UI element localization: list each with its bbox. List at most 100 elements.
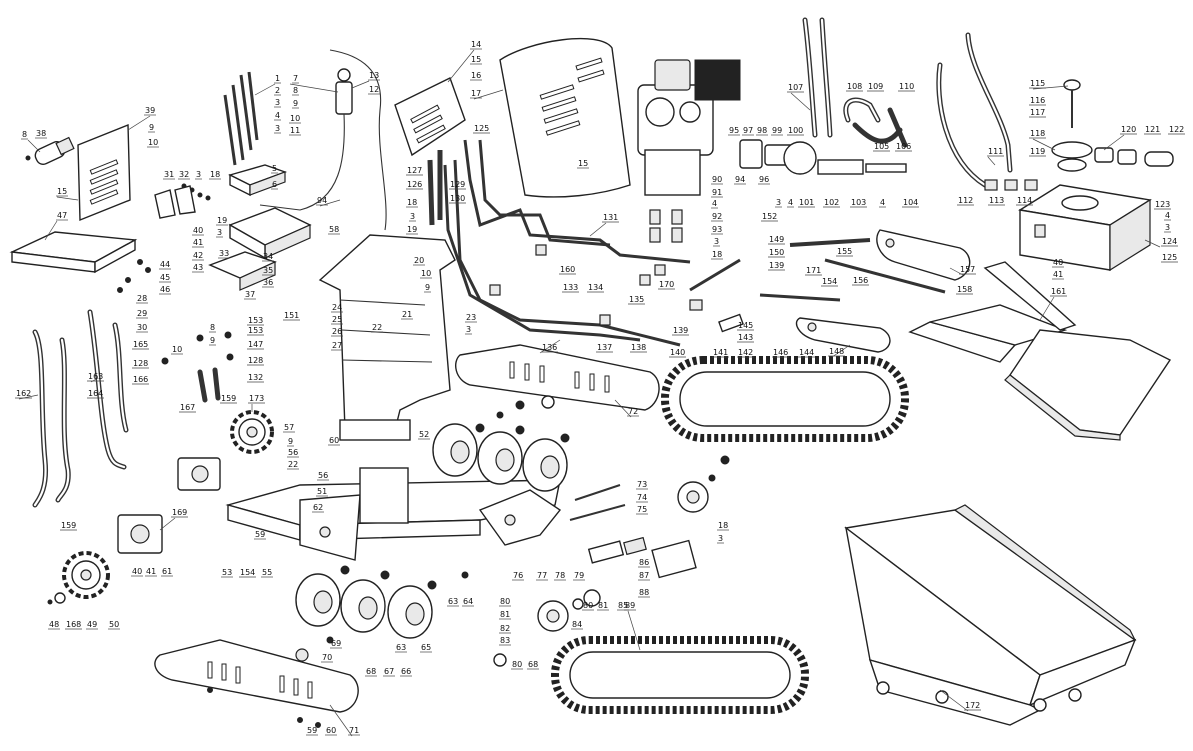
callout-124: 124 xyxy=(1162,237,1177,246)
callout-81: 81 xyxy=(598,601,608,610)
rubber-track-lower xyxy=(551,636,809,714)
road-wheels-upper xyxy=(432,423,568,492)
callout-111: 111 xyxy=(988,147,1003,156)
callout-3: 3 xyxy=(466,325,471,334)
callout-34: 34 xyxy=(263,252,273,261)
drive-sprocket-upper xyxy=(230,410,274,454)
wheel-seals-upper xyxy=(475,395,570,443)
callout-166: 166 xyxy=(133,375,148,384)
callout-84: 84 xyxy=(572,620,582,629)
callout-29: 29 xyxy=(137,309,147,318)
callout-9: 9 xyxy=(293,99,298,108)
callout-15: 15 xyxy=(578,159,588,168)
callout-137: 137 xyxy=(597,343,612,352)
callout-1: 1 xyxy=(275,74,280,83)
callout-60: 60 xyxy=(326,726,336,735)
callout-9: 9 xyxy=(288,437,293,446)
callout-21: 21 xyxy=(402,310,412,319)
callout-165: 165 xyxy=(133,340,148,349)
throttle-lever xyxy=(259,49,387,231)
callout-9: 9 xyxy=(425,283,430,292)
callout-128: 128 xyxy=(133,359,148,368)
callout-33: 33 xyxy=(219,249,229,258)
callout-138: 138 xyxy=(631,343,646,352)
callout-103: 103 xyxy=(851,198,866,207)
callout-65: 65 xyxy=(421,643,431,652)
hydraulic-motor-upper xyxy=(177,457,221,491)
callout-168: 168 xyxy=(66,620,81,629)
callout-3: 3 xyxy=(718,534,723,543)
callout-74: 74 xyxy=(637,493,647,502)
track-guard-upper xyxy=(454,344,660,411)
callout-48: 48 xyxy=(49,620,59,629)
callout-59: 59 xyxy=(307,726,317,735)
callout-41: 41 xyxy=(193,238,203,247)
callout-82: 82 xyxy=(500,624,510,633)
callout-128: 128 xyxy=(248,356,263,365)
callout-23: 23 xyxy=(466,313,476,322)
track-guard-lower xyxy=(154,639,359,713)
rubber-track-upper xyxy=(661,356,909,442)
callout-127: 127 xyxy=(407,166,422,175)
callout-52: 52 xyxy=(419,430,429,439)
lift-arm-upper xyxy=(876,229,971,281)
callout-173: 173 xyxy=(249,394,264,403)
callout-153: 153 xyxy=(248,316,263,325)
callout-28: 28 xyxy=(137,294,147,303)
drive-sprocket-lower xyxy=(62,551,110,599)
callout-149: 149 xyxy=(769,235,784,244)
callout-156: 156 xyxy=(853,276,868,285)
hydraulic-hoses-left xyxy=(32,309,221,508)
callout-35: 35 xyxy=(263,266,273,275)
callout-8: 8 xyxy=(210,323,215,332)
callout-49: 49 xyxy=(87,620,97,629)
callout-58: 58 xyxy=(329,225,339,234)
small-fittings-left xyxy=(117,183,234,365)
callout-109: 109 xyxy=(868,82,883,91)
callout-163: 163 xyxy=(88,372,103,381)
dump-bucket-upper xyxy=(1004,329,1172,441)
callout-42: 42 xyxy=(193,251,203,260)
callout-40: 40 xyxy=(132,567,142,576)
callout-16: 16 xyxy=(471,71,481,80)
callout-132: 132 xyxy=(248,373,263,382)
callout-164: 164 xyxy=(88,389,103,398)
callout-77: 77 xyxy=(537,571,547,580)
wheel-seals-lower xyxy=(295,565,469,662)
callout-107: 107 xyxy=(788,83,803,92)
callout-5: 5 xyxy=(272,164,277,173)
callout-130: 130 xyxy=(450,194,465,203)
callout-113: 113 xyxy=(989,196,1004,205)
callout-60: 60 xyxy=(329,436,339,445)
callout-4: 4 xyxy=(788,198,793,207)
callout-8: 8 xyxy=(293,86,298,95)
callout-32: 32 xyxy=(179,170,189,179)
callout-136: 136 xyxy=(542,343,557,352)
callout-115: 115 xyxy=(1030,79,1045,88)
callout-120: 120 xyxy=(1121,125,1136,134)
callout-3: 3 xyxy=(196,170,201,179)
callout-83: 83 xyxy=(500,636,510,645)
bracket-assembly xyxy=(154,185,196,219)
callout-3: 3 xyxy=(410,212,415,221)
callout-2: 2 xyxy=(275,86,280,95)
callout-14: 14 xyxy=(471,40,481,49)
callout-53: 53 xyxy=(222,568,232,577)
callout-4: 4 xyxy=(1165,211,1170,220)
callout-72: 72 xyxy=(628,407,638,416)
callout-87: 87 xyxy=(639,571,649,580)
hose-fittings-center xyxy=(489,209,703,326)
tank-fittings xyxy=(984,147,1174,191)
callout-135: 135 xyxy=(629,295,644,304)
callout-108: 108 xyxy=(847,82,862,91)
callout-96: 96 xyxy=(759,175,769,184)
callout-155: 155 xyxy=(837,247,852,256)
callout-8: 8 xyxy=(22,130,27,139)
callout-80: 80 xyxy=(500,597,510,606)
washer-set-lower-left xyxy=(47,592,66,605)
callout-3: 3 xyxy=(1165,223,1170,232)
engine-guard-plate xyxy=(394,77,466,157)
road-wheels-lower xyxy=(295,573,433,639)
callout-150: 150 xyxy=(769,248,784,257)
callout-117: 117 xyxy=(1030,108,1045,117)
